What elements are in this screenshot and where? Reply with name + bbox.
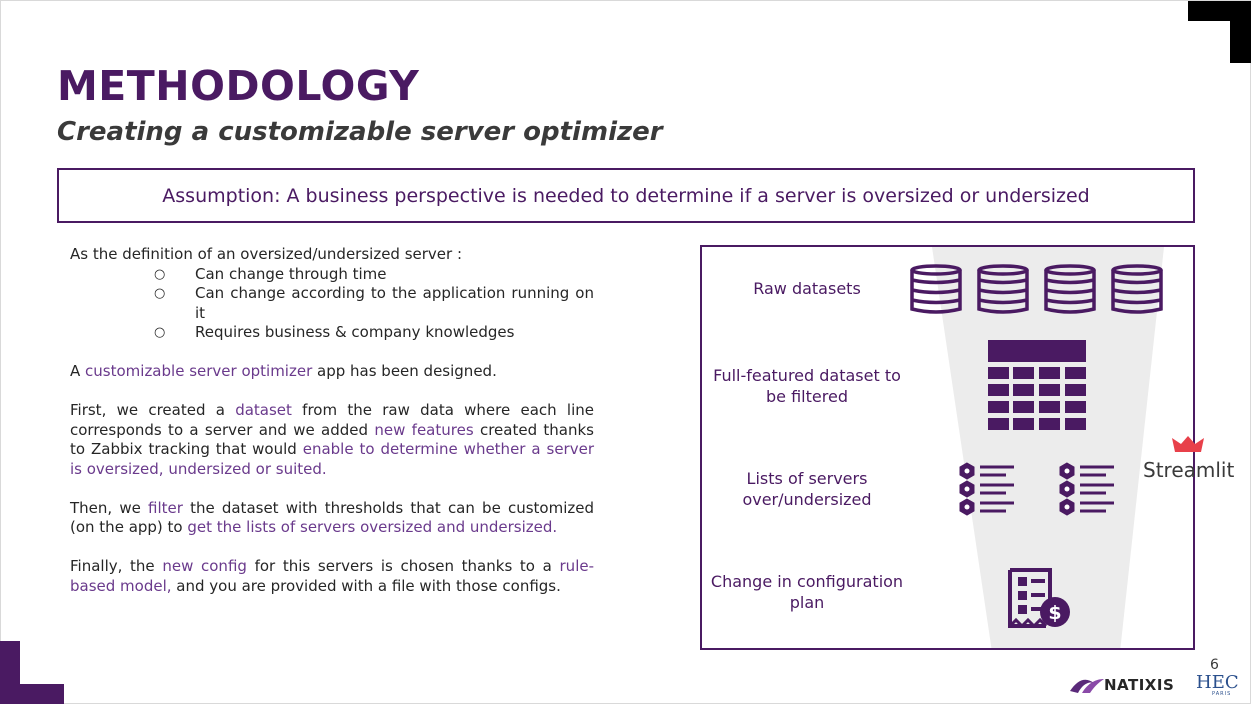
natixis-logo-icon bbox=[1070, 679, 1104, 693]
definition-bullets: Can change through time Can change accor… bbox=[154, 265, 594, 343]
hec-logo-subtext: PARIS bbox=[1212, 691, 1232, 697]
corner-decoration-top-right-vertical bbox=[1230, 1, 1251, 63]
bullet-item: Can change through time bbox=[154, 265, 594, 285]
step-label-full-featured: Full-featured dataset to be filtered bbox=[713, 366, 901, 406]
methodology-text: As the definition of an oversized/unders… bbox=[70, 245, 594, 596]
paragraph-dataset: First, we created a dataset from the raw… bbox=[70, 401, 595, 478]
pipeline-panel: Raw datasets Full-featured dataset to be… bbox=[700, 245, 1195, 650]
highlight-text: new config bbox=[162, 557, 247, 575]
highlight-text: new features bbox=[374, 420, 474, 439]
natixis-logo-text: NATIXIS bbox=[1104, 676, 1175, 694]
slide-subtitle: Creating a customizable server optimizer bbox=[57, 117, 663, 147]
paragraph-app: A customizable server optimizer app has … bbox=[70, 362, 497, 380]
streamlit-crown-icon bbox=[1172, 436, 1204, 452]
page-number: 6 bbox=[1210, 657, 1219, 673]
step-label-server-lists: Lists of servers over/undersized bbox=[742, 469, 872, 509]
highlight-text: filter bbox=[148, 498, 183, 517]
highlight-text: enable to determine whether a server is … bbox=[70, 440, 594, 478]
table-icon bbox=[988, 340, 1086, 430]
assumption-box: Assumption: A business perspective is ne… bbox=[57, 168, 1195, 223]
paragraph-config: Finally, the new config for this servers… bbox=[70, 557, 594, 595]
assumption-text: Assumption: A business perspective is ne… bbox=[162, 184, 1090, 207]
step-label-config-plan: Change in configuration plan bbox=[710, 572, 904, 612]
corner-decoration-bottom-left-horizontal bbox=[0, 684, 64, 704]
database-icon bbox=[910, 264, 1163, 314]
list-icon bbox=[959, 462, 1114, 516]
hec-logo-text: HEC bbox=[1196, 672, 1239, 693]
intro-text: As the definition of an oversized/unders… bbox=[70, 245, 463, 263]
highlight-text: rule-based model, bbox=[70, 557, 594, 595]
slide-title: METHODOLOGY bbox=[57, 62, 420, 110]
svg-text:$: $ bbox=[1048, 602, 1061, 624]
bullet-item: Can change according to the application … bbox=[154, 284, 594, 323]
step-label-raw-datasets: Raw datasets bbox=[753, 279, 861, 298]
highlight-text: get the lists of servers oversized and u… bbox=[187, 518, 558, 536]
invoice-dollar-icon: $ bbox=[1008, 568, 1070, 629]
streamlit-logo-text: Streamlit bbox=[1143, 458, 1235, 482]
bullet-item: Requires business & company knowledges bbox=[154, 323, 594, 343]
highlight-text: customizable server optimizer bbox=[85, 362, 313, 380]
paragraph-filter: Then, we filter the dataset with thresho… bbox=[70, 498, 594, 537]
highlight-text: dataset bbox=[235, 401, 292, 419]
